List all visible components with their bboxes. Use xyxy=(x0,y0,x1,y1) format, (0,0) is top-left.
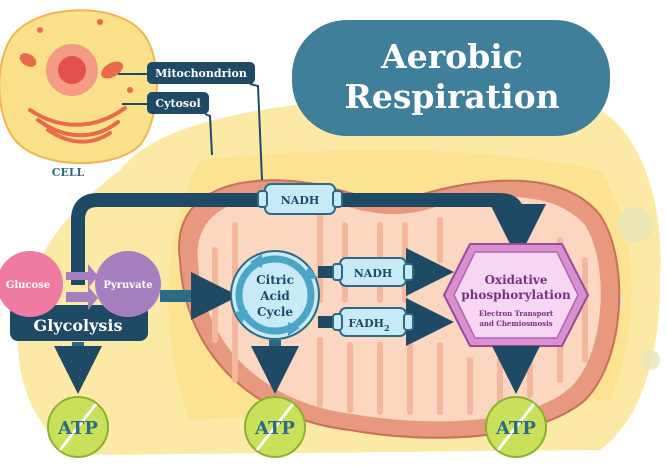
atp-badge-left: ATP xyxy=(47,396,109,458)
atp-right-label: ATP xyxy=(495,418,536,439)
oxidative-phosphorylation: Oxidative phosphorylation Electron Trans… xyxy=(442,243,590,347)
fadh2-subscript: 2 xyxy=(384,323,390,333)
atp-badge-middle: ATP xyxy=(244,396,306,458)
nadh-top-badge: NADH xyxy=(257,183,343,215)
oxidative-line-1: Oxidative xyxy=(484,273,547,287)
title-line-1: Aerobic xyxy=(380,37,523,76)
title-line-2: Respiration xyxy=(344,77,559,116)
glycolysis-group: Glycolysis Glucose Pyruvate xyxy=(0,251,161,341)
cell-illustration xyxy=(0,9,158,165)
oxidative-sub-2: and Chemiosmosis xyxy=(479,319,552,328)
nadh-top-label: NADH xyxy=(281,194,320,207)
nadh-mid-badge: NADH xyxy=(332,257,414,287)
mitochondrion-label: Mitochondrion xyxy=(155,67,247,80)
glucose-to-pyruvate-arrow-upper xyxy=(66,264,98,288)
oxidative-sub-1: Electron Transport xyxy=(479,309,554,318)
cytosol-label: Cytosol xyxy=(155,97,200,110)
citric-acid-cycle: Citric Acid Cycle xyxy=(230,250,320,340)
fadh2-label: FADH2 xyxy=(348,317,389,333)
cell-label: CELL xyxy=(52,166,85,179)
cycle-line-1: Citric xyxy=(256,273,294,287)
glycolysis-label: Glycolysis xyxy=(34,316,123,335)
cycle-line-2: Acid xyxy=(259,289,290,303)
title-badge: Aerobic Respiration xyxy=(292,20,610,136)
nadh-mid-label: NADH xyxy=(354,267,393,280)
cycle-line-3: Cycle xyxy=(257,305,293,319)
fadh2-base: FADH xyxy=(348,317,384,330)
cytosol-callout: Cytosol xyxy=(122,92,213,156)
atp-badge-right: ATP xyxy=(485,396,547,458)
fadh2-badge: FADH2 xyxy=(332,307,414,337)
glucose-to-pyruvate-arrow-lower xyxy=(66,286,98,310)
atp-left-label: ATP xyxy=(57,418,98,439)
pyruvate-label: Pyruvate xyxy=(103,280,152,291)
mitochondrion-callout: Mitochondrion xyxy=(118,62,263,181)
atp-middle-label: ATP xyxy=(254,418,295,439)
oxidative-line-2: phosphorylation xyxy=(461,288,571,302)
glucose-label: Glucose xyxy=(6,280,50,291)
